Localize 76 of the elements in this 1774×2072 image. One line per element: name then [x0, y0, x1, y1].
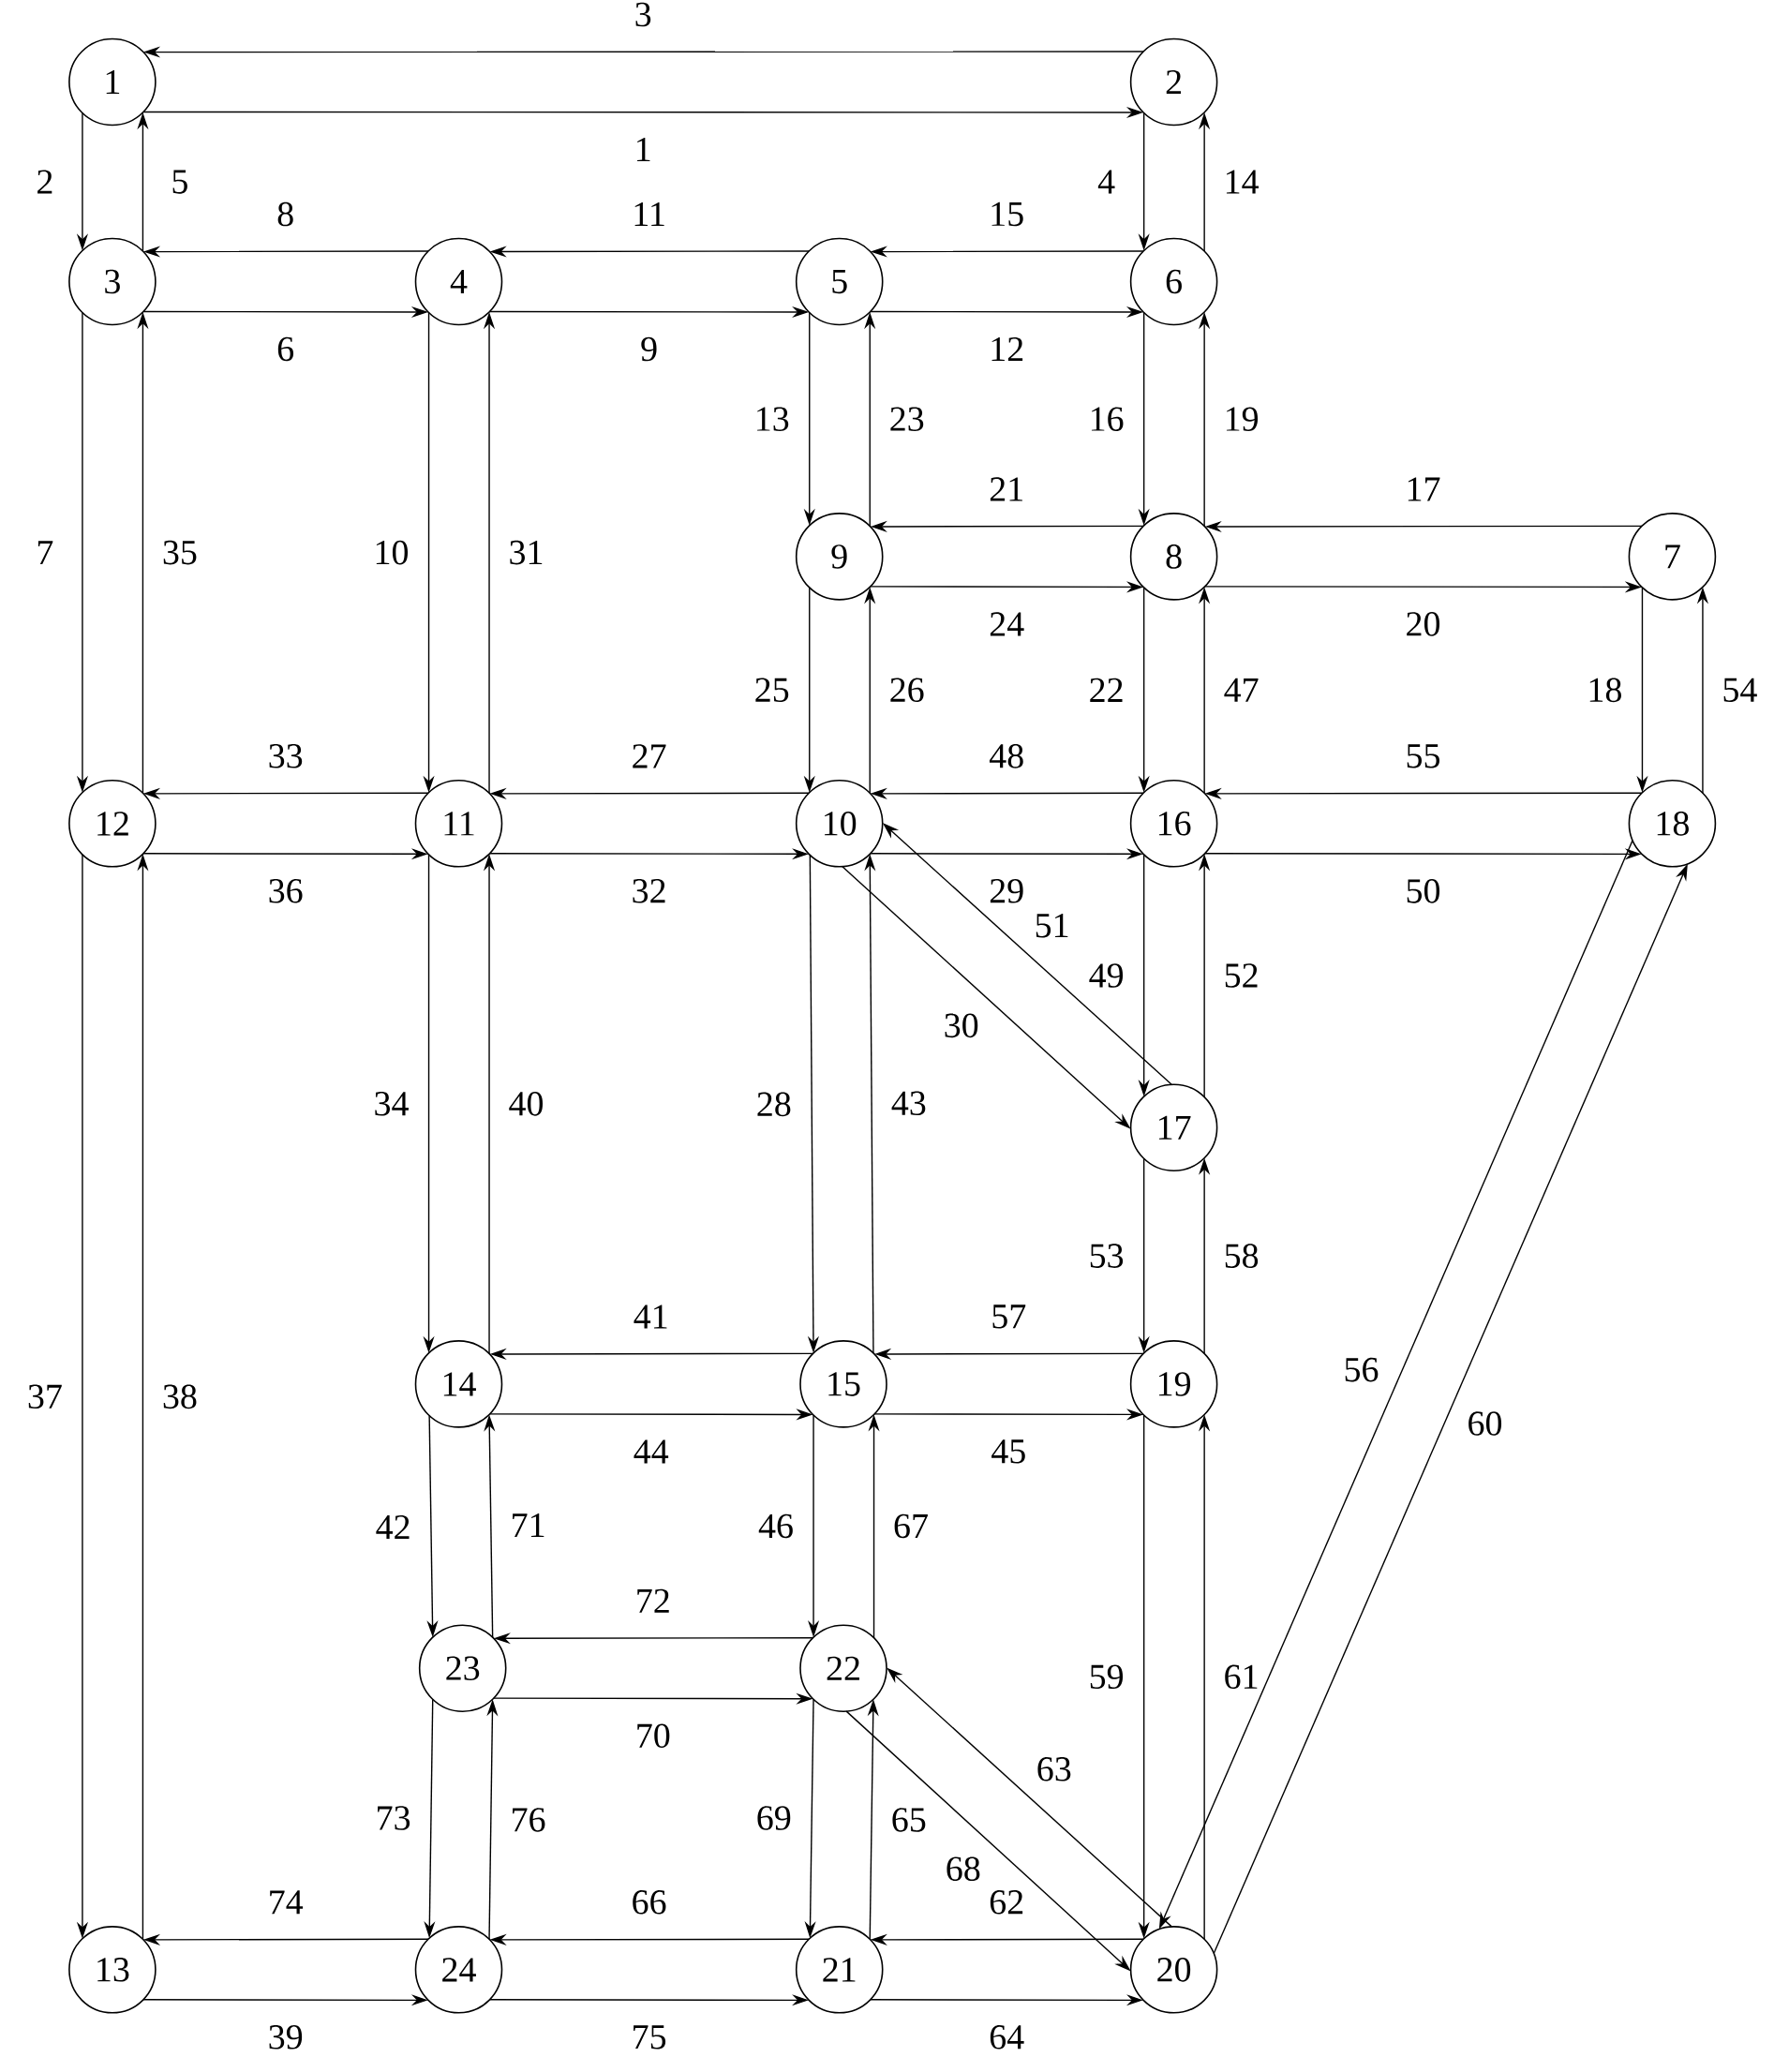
- edge-label: 67: [891, 1512, 931, 1541]
- edge-label: 13: [752, 405, 792, 433]
- edge-label: 70: [633, 1722, 673, 1751]
- edge-label: 50: [1403, 877, 1443, 905]
- edge-label: 25: [752, 676, 792, 705]
- edge-label: 65: [888, 1806, 929, 1834]
- edge-label: 68: [943, 1855, 983, 1884]
- edge-label: 42: [373, 1513, 413, 1542]
- edge-label: 38: [159, 1382, 200, 1411]
- edge-label: 40: [506, 1090, 546, 1118]
- edge-label: 31: [506, 538, 546, 567]
- edge-label: 76: [508, 1806, 548, 1834]
- edge-label: 26: [887, 676, 927, 705]
- edge-label: 22: [1086, 676, 1126, 704]
- edge-label: 73: [373, 1804, 413, 1832]
- edge-label: 57: [989, 1303, 1029, 1331]
- edge-label: 20: [1403, 610, 1443, 638]
- edge-label: 35: [159, 538, 200, 567]
- edge-label: 29: [987, 877, 1027, 905]
- edge-label: 75: [629, 2023, 669, 2051]
- edge-label: 74: [265, 1888, 306, 1916]
- edge-label: 4: [1096, 168, 1118, 196]
- edge-label: 53: [1086, 1242, 1126, 1270]
- edge-label: 9: [638, 335, 661, 364]
- edge-label: 5: [169, 168, 191, 196]
- edge-label: 19: [1221, 405, 1261, 433]
- edge-label: 15: [987, 200, 1027, 229]
- edge-label: 47: [1221, 676, 1261, 704]
- edge-label: 41: [631, 1303, 671, 1331]
- edge-label: 48: [987, 742, 1027, 770]
- edge-label: 24: [987, 610, 1027, 638]
- edge-label: 54: [1720, 676, 1760, 704]
- edge-label: 43: [888, 1089, 929, 1118]
- edge-label: 36: [265, 877, 306, 905]
- edge-label: 45: [989, 1438, 1029, 1466]
- edge-label: 56: [1341, 1355, 1381, 1384]
- edge-label: 32: [629, 877, 669, 905]
- edge-label: 3: [632, 0, 654, 29]
- edge-label: 69: [753, 1804, 794, 1832]
- edge-label: 1: [632, 135, 654, 164]
- edge-label: 12: [987, 335, 1027, 364]
- edge-label: 30: [941, 1011, 981, 1040]
- edge-label: 59: [1086, 1662, 1126, 1692]
- edge-label: 66: [629, 1888, 669, 1916]
- edge-label: 52: [1221, 961, 1261, 990]
- edge-label: 39: [265, 2023, 306, 2051]
- edge-label: 27: [629, 742, 669, 770]
- edge-label: 62: [987, 1888, 1027, 1916]
- edge-label: 60: [1465, 1409, 1505, 1438]
- edge-label: 34: [371, 1090, 411, 1118]
- edge-label: 21: [987, 475, 1027, 503]
- edge-label: 72: [633, 1587, 673, 1615]
- edge-label: 64: [987, 2023, 1027, 2051]
- edge-label: 63: [1034, 1755, 1074, 1783]
- edge-label: 6: [275, 335, 297, 364]
- edge-label: 28: [753, 1090, 794, 1119]
- edge-label: 58: [1221, 1242, 1261, 1270]
- edge-label: 44: [631, 1438, 671, 1466]
- edge-label: 17: [1403, 475, 1443, 503]
- edge-label: 71: [508, 1512, 548, 1540]
- edge-label: 23: [887, 405, 927, 433]
- edge-label: 51: [1032, 912, 1072, 940]
- edge-label: 61: [1221, 1662, 1261, 1692]
- edge-label: 10: [371, 538, 411, 567]
- edge-label: 37: [24, 1382, 65, 1411]
- edge-label: 11: [630, 200, 668, 229]
- edge-label: 46: [756, 1512, 796, 1541]
- edge-label: 49: [1086, 961, 1126, 990]
- edge-label: 8: [275, 200, 297, 229]
- edge-label: 16: [1086, 405, 1126, 433]
- edge-label: 2: [34, 168, 56, 196]
- edge-label: 18: [1585, 676, 1625, 705]
- edge-label: 33: [265, 742, 306, 770]
- edge-label: 14: [1221, 168, 1261, 196]
- edge-label: 7: [34, 539, 56, 567]
- edge-label: 55: [1403, 742, 1443, 770]
